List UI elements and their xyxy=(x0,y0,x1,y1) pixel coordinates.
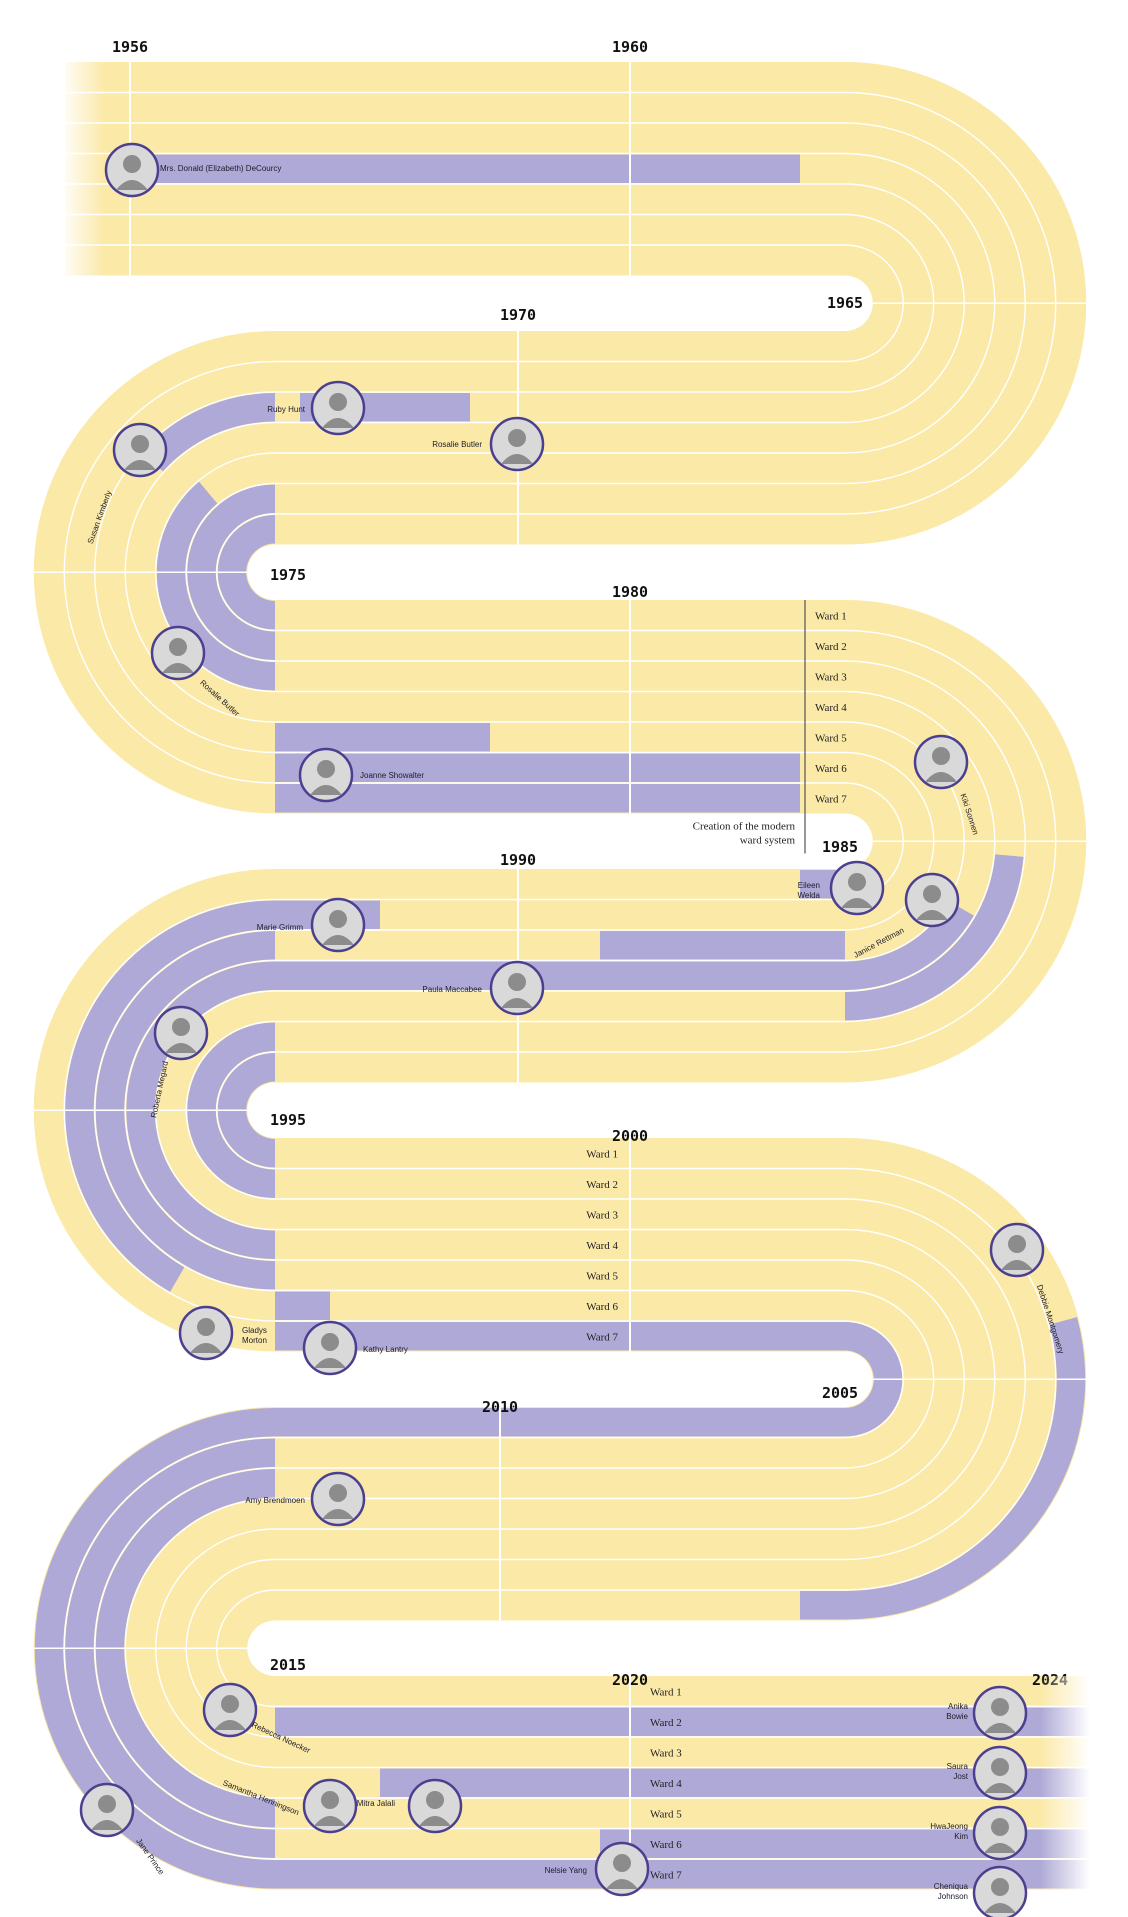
member-name: Marie Grimm xyxy=(257,923,304,932)
ward-label: Ward 1 xyxy=(586,1148,618,1160)
year-label-2020: 2020 xyxy=(612,1671,648,1689)
ward-label: Ward 6 xyxy=(815,763,847,775)
member-name: Joanne Showalter xyxy=(360,771,424,780)
year-label-2000: 2000 xyxy=(612,1127,648,1145)
member-name: Cheniqua xyxy=(934,1882,969,1891)
member-name: Nelsie Yang xyxy=(545,1866,587,1875)
member-name: Anika xyxy=(948,1702,969,1711)
council-member: Kathy Lantry xyxy=(302,1320,408,1376)
year-label-1970: 1970 xyxy=(500,306,536,324)
member-name: Saura xyxy=(947,1762,969,1771)
year-label-1995: 1995 xyxy=(270,1111,306,1129)
year-label-2010: 2010 xyxy=(482,1398,518,1416)
ward-label: Ward 4 xyxy=(815,702,847,714)
ward-label: Ward 1 xyxy=(650,1686,682,1698)
member-name: Ruby Hunt xyxy=(267,405,306,414)
member-name: Jost xyxy=(953,1772,968,1781)
member-name: Bowie xyxy=(946,1712,968,1721)
lane-dividers xyxy=(33,91,1090,1860)
member-name: Kathy Lantry xyxy=(363,1345,408,1354)
member-name: Paula Maccabee xyxy=(422,985,482,994)
ward-label: Ward 2 xyxy=(586,1179,618,1191)
ward-label: Ward 4 xyxy=(586,1240,618,1252)
member-name: HwaJeong xyxy=(930,1822,968,1831)
year-label-2015: 2015 xyxy=(270,1656,306,1674)
ward-label: Ward 5 xyxy=(650,1808,682,1820)
member-name: Eileen xyxy=(798,881,820,890)
council-member: Marie Grimm xyxy=(257,897,366,953)
council-member: Mitra Jalali xyxy=(357,1778,463,1834)
ward-system-note: ward system xyxy=(740,835,796,847)
ward-label: Ward 2 xyxy=(815,641,847,653)
ward-label: Ward 2 xyxy=(650,1717,682,1729)
council-member: Amy Brendmoen xyxy=(245,1471,366,1527)
year-label-1965: 1965 xyxy=(827,294,863,312)
ward-label: Ward 3 xyxy=(586,1209,618,1221)
ward-label: Ward 5 xyxy=(586,1270,618,1282)
year-label-2005: 2005 xyxy=(822,1384,858,1402)
ward-label: Ward 7 xyxy=(815,793,847,805)
year-label-1980: 1980 xyxy=(612,583,648,601)
ward-label: Ward 7 xyxy=(586,1331,618,1343)
ward-system-note: Creation of the modern xyxy=(693,821,796,833)
ward-label: Ward 6 xyxy=(650,1839,682,1851)
member-name: Mrs. Donald (Elizabeth) DeCourcy xyxy=(160,164,281,173)
member-name: Gladys xyxy=(242,1326,267,1335)
council-member: Mrs. Donald (Elizabeth) DeCourcy xyxy=(104,142,281,198)
member-name: Mitra Jalali xyxy=(357,1799,395,1808)
year-label-1956: 1956 xyxy=(112,38,148,56)
council-member: Ruby Hunt xyxy=(267,380,366,436)
ward-label: Ward 7 xyxy=(650,1869,682,1881)
member-name: Welda xyxy=(797,891,820,900)
year-label-1975: 1975 xyxy=(270,566,306,584)
member-name: Morton xyxy=(242,1336,267,1345)
ward-label: Ward 4 xyxy=(650,1778,682,1790)
member-name: Johnson xyxy=(938,1892,968,1901)
member-name: Kim xyxy=(954,1832,968,1841)
year-label-1990: 1990 xyxy=(500,851,536,869)
ward-label: Ward 6 xyxy=(586,1301,618,1313)
council-member: Rosalie Butler xyxy=(432,416,545,472)
ward-label: Ward 1 xyxy=(815,610,847,622)
member-name: Rosalie Butler xyxy=(432,440,482,449)
council-member: Paula Maccabee xyxy=(422,960,545,1016)
member-name: Amy Brendmoen xyxy=(245,1496,305,1505)
council-tenure-bands xyxy=(34,154,1090,1889)
ward-label: Ward 3 xyxy=(815,671,847,683)
year-label-1985: 1985 xyxy=(822,838,858,856)
ward-label: Ward 3 xyxy=(650,1747,682,1759)
edge-fades xyxy=(60,62,1090,1890)
council-member: Jane Prince xyxy=(79,1782,166,1877)
ward-labels: Ward 1 Ward 2 Ward 3 Ward 4 Ward 5 Ward 6 Ward… xyxy=(586,600,847,1881)
ward-label: Ward 5 xyxy=(815,732,847,744)
year-label-1960: 1960 xyxy=(612,38,648,56)
council-member: Joanne Showalter xyxy=(298,747,424,803)
council-member: Nelsie Yang xyxy=(545,1841,650,1897)
